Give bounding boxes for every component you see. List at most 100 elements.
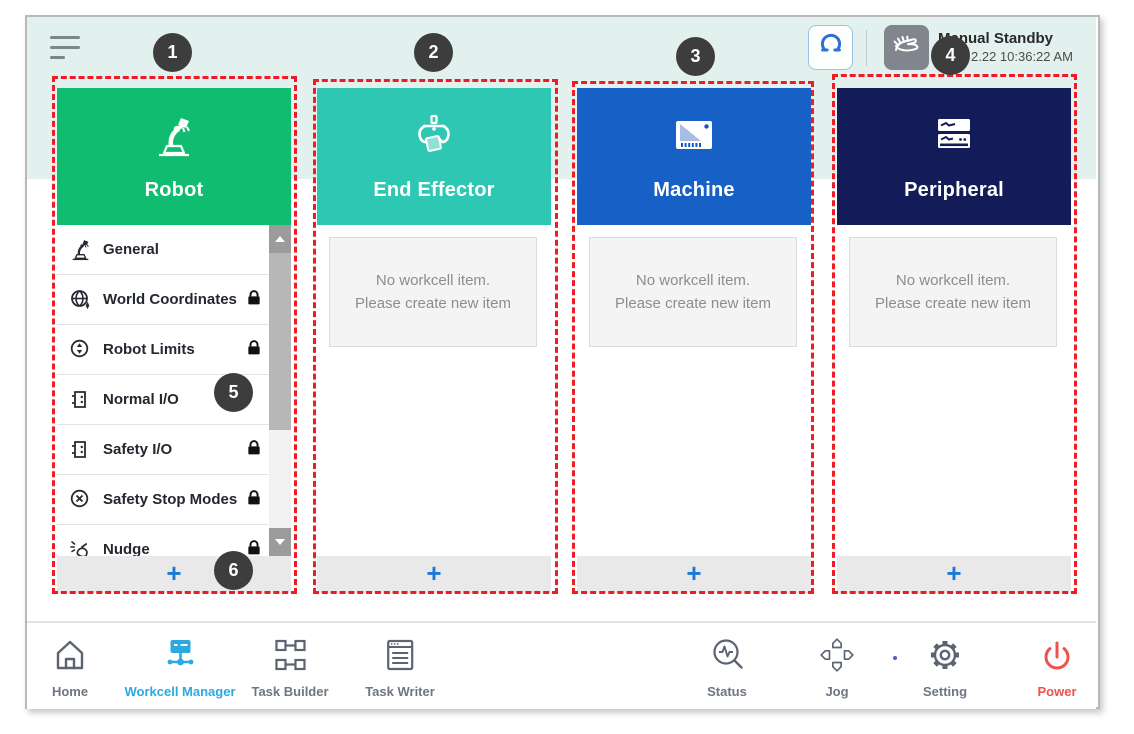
world-coordinates-icon bbox=[67, 286, 94, 313]
menu-icon[interactable] bbox=[50, 36, 84, 62]
machine-add-button[interactable]: + bbox=[577, 556, 811, 593]
list-item-world-coordinates[interactable]: World Coordinates bbox=[57, 275, 269, 325]
machine-item-list: No workcell item. Please create new item bbox=[577, 225, 811, 556]
robot-limits-icon bbox=[67, 336, 94, 363]
nav-setting[interactable]: Setting bbox=[923, 635, 967, 699]
list-item-label: General bbox=[103, 241, 159, 258]
triangle-up-icon bbox=[275, 236, 285, 242]
annotation-badge-1: 1 bbox=[153, 33, 192, 72]
nav-label: Power bbox=[1037, 684, 1077, 699]
robot-arm-icon bbox=[150, 112, 198, 165]
peripheral-column-header[interactable]: Peripheral bbox=[837, 88, 1071, 225]
robot-mode-label: Manual Standby bbox=[938, 30, 1054, 47]
timestamp: 2.22 10:36:22 AM bbox=[971, 49, 1073, 64]
triangle-down-icon bbox=[275, 539, 285, 545]
column-title: Machine bbox=[653, 178, 735, 201]
lock-icon bbox=[247, 339, 261, 360]
status-icon bbox=[707, 635, 747, 680]
gripper-claw-icon bbox=[816, 30, 846, 65]
scroll-down-button[interactable] bbox=[269, 528, 291, 556]
nav-workcell-manager[interactable]: Workcell Manager bbox=[124, 635, 236, 699]
list-item-general[interactable]: General bbox=[57, 225, 269, 275]
list-item-label: Robot Limits bbox=[103, 341, 195, 358]
manual-hand-icon bbox=[891, 29, 923, 66]
end-effector-column-header[interactable]: End Effector bbox=[317, 88, 551, 225]
task-writer-icon bbox=[380, 635, 420, 680]
machine-column-header[interactable]: Machine bbox=[577, 88, 811, 225]
nav-label: Home bbox=[51, 684, 89, 699]
lock-icon bbox=[247, 289, 261, 310]
list-item-label: Normal I/O bbox=[103, 391, 179, 408]
annotation-badge-6: 6 bbox=[214, 551, 253, 590]
plus-icon: + bbox=[166, 558, 182, 588]
end-effector-add-button[interactable]: + bbox=[317, 556, 551, 593]
annotation-badge-2: 2 bbox=[414, 33, 453, 72]
nav-status[interactable]: Status bbox=[707, 635, 747, 699]
nudge-hand-icon bbox=[67, 536, 94, 556]
nav-task-writer[interactable]: Task Writer bbox=[365, 635, 435, 699]
setting-gear-icon bbox=[925, 635, 965, 680]
lock-icon bbox=[247, 489, 261, 510]
list-item-nudge[interactable]: Nudge bbox=[57, 525, 269, 556]
list-item-label: Nudge bbox=[103, 541, 150, 556]
end-effector-item-list: No workcell item. Please create new item bbox=[317, 225, 551, 556]
nav-home[interactable]: Home bbox=[50, 635, 90, 699]
gripper-tool-button[interactable] bbox=[808, 25, 853, 70]
cursor-dot bbox=[893, 656, 897, 660]
column-title: End Effector bbox=[373, 178, 495, 201]
io-port-icon bbox=[67, 386, 94, 413]
robot-column-header[interactable]: Robot bbox=[57, 88, 291, 225]
peripheral-item-list: No workcell item. Please create new item bbox=[837, 225, 1071, 556]
annotation-badge-4: 4 bbox=[931, 36, 970, 75]
robot-arm-icon bbox=[67, 236, 94, 263]
annotation-badge-3: 3 bbox=[676, 37, 715, 76]
empty-state-line2: Please create new item bbox=[615, 295, 771, 312]
peripheral-icon bbox=[930, 112, 978, 165]
robot-add-button[interactable]: + bbox=[57, 556, 291, 593]
list-scrollbar[interactable] bbox=[269, 225, 291, 556]
plus-icon: + bbox=[686, 558, 702, 588]
scroll-up-button[interactable] bbox=[269, 225, 291, 253]
peripheral-add-button[interactable]: + bbox=[837, 556, 1071, 593]
scrollbar-thumb[interactable] bbox=[269, 253, 291, 430]
column-title: Robot bbox=[144, 178, 204, 201]
nav-label: Setting bbox=[922, 684, 968, 699]
plus-icon: + bbox=[946, 558, 962, 588]
nav-label: Task Writer bbox=[365, 684, 435, 699]
empty-state: No workcell item. Please create new item bbox=[329, 237, 537, 347]
empty-state-line2: Please create new item bbox=[355, 295, 511, 312]
list-item-safety-io[interactable]: Safety I/O bbox=[57, 425, 269, 475]
column-title: Peripheral bbox=[904, 178, 1004, 201]
lock-icon bbox=[247, 439, 261, 460]
nav-power[interactable]: Power bbox=[1037, 635, 1077, 699]
workcell-manager-icon bbox=[160, 635, 200, 680]
nav-label: Workcell Manager bbox=[124, 684, 236, 699]
io-port-icon bbox=[67, 436, 94, 463]
topbar-divider bbox=[866, 30, 867, 66]
home-icon bbox=[50, 635, 90, 680]
list-item-robot-limits[interactable]: Robot Limits bbox=[57, 325, 269, 375]
safety-stop-icon bbox=[67, 486, 94, 513]
nav-label: Task Builder bbox=[251, 684, 329, 699]
nav-label: Status bbox=[707, 684, 747, 699]
annotation-badge-5: 5 bbox=[214, 373, 253, 412]
lock-icon bbox=[247, 539, 261, 556]
empty-state-line1: No workcell item. bbox=[895, 272, 1011, 289]
empty-state-line1: No workcell item. bbox=[375, 272, 491, 289]
empty-state: No workcell item. Please create new item bbox=[589, 237, 797, 347]
list-item-label: World Coordinates bbox=[103, 291, 237, 308]
nav-jog[interactable]: Jog bbox=[817, 635, 857, 699]
list-item-safety-stop-modes[interactable]: Safety Stop Modes bbox=[57, 475, 269, 525]
empty-state-line2: Please create new item bbox=[875, 295, 1031, 312]
jog-icon bbox=[817, 635, 857, 680]
manual-mode-button[interactable] bbox=[884, 25, 929, 70]
plus-icon: + bbox=[426, 558, 442, 588]
machine-icon bbox=[670, 112, 718, 165]
power-icon bbox=[1037, 635, 1077, 680]
list-item-label: Safety Stop Modes bbox=[103, 491, 238, 508]
nav-task-builder[interactable]: Task Builder bbox=[251, 635, 329, 699]
empty-state-line1: No workcell item. bbox=[635, 272, 751, 289]
gripper-icon bbox=[410, 112, 458, 165]
robot-item-list: General World Coordinates bbox=[57, 225, 291, 556]
